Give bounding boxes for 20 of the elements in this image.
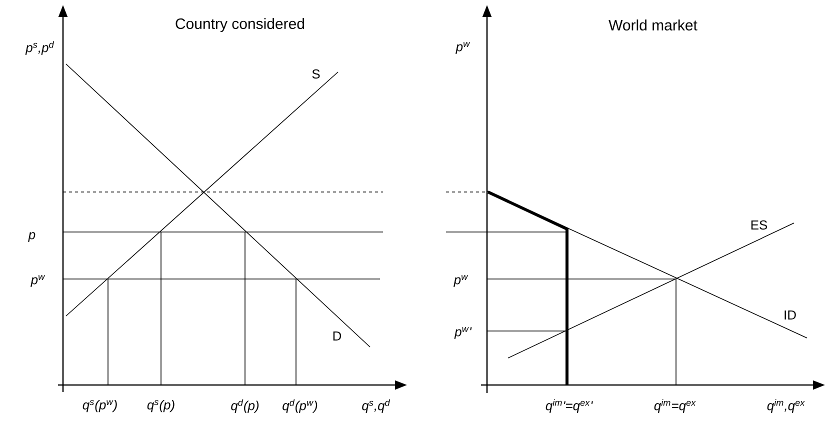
price-label: p <box>28 232 36 242</box>
curve-label: D <box>333 332 342 340</box>
axis-label: q$^{im}$,q$^{ex}$ <box>767 399 805 413</box>
curve-label: S <box>312 69 320 79</box>
quantity-label: q$^{im}$'=q$^{ex}$' <box>546 399 593 413</box>
quantity-label: q$^{s}$(p$^{w}$) <box>82 400 117 412</box>
axis-label: p$^{s}$,p$^{d}$ <box>25 41 54 55</box>
price-label: p$^{w}$ <box>454 275 468 287</box>
curve-label: ID <box>784 310 796 320</box>
quantity-label: q$^{im}$=q$^{ex}$ <box>654 399 696 413</box>
price-label: p$^{w}$' <box>454 327 472 339</box>
price-label: p$^{w}$ <box>30 275 46 287</box>
curve-label: ES <box>751 220 768 230</box>
panel-title: Country considered <box>176 18 304 32</box>
quantity-label: q$^{s}$(p) <box>147 400 174 412</box>
axis-label: p$^{w}$ <box>456 42 470 54</box>
panel-title: World market <box>608 20 698 30</box>
axis-label: q$^{s}$,q$^{d}$ <box>362 399 390 413</box>
quantity-label: q$^{d}$(p) <box>231 399 259 413</box>
quantity-label: q$^{d}$(p$^{w}$) <box>282 399 318 413</box>
